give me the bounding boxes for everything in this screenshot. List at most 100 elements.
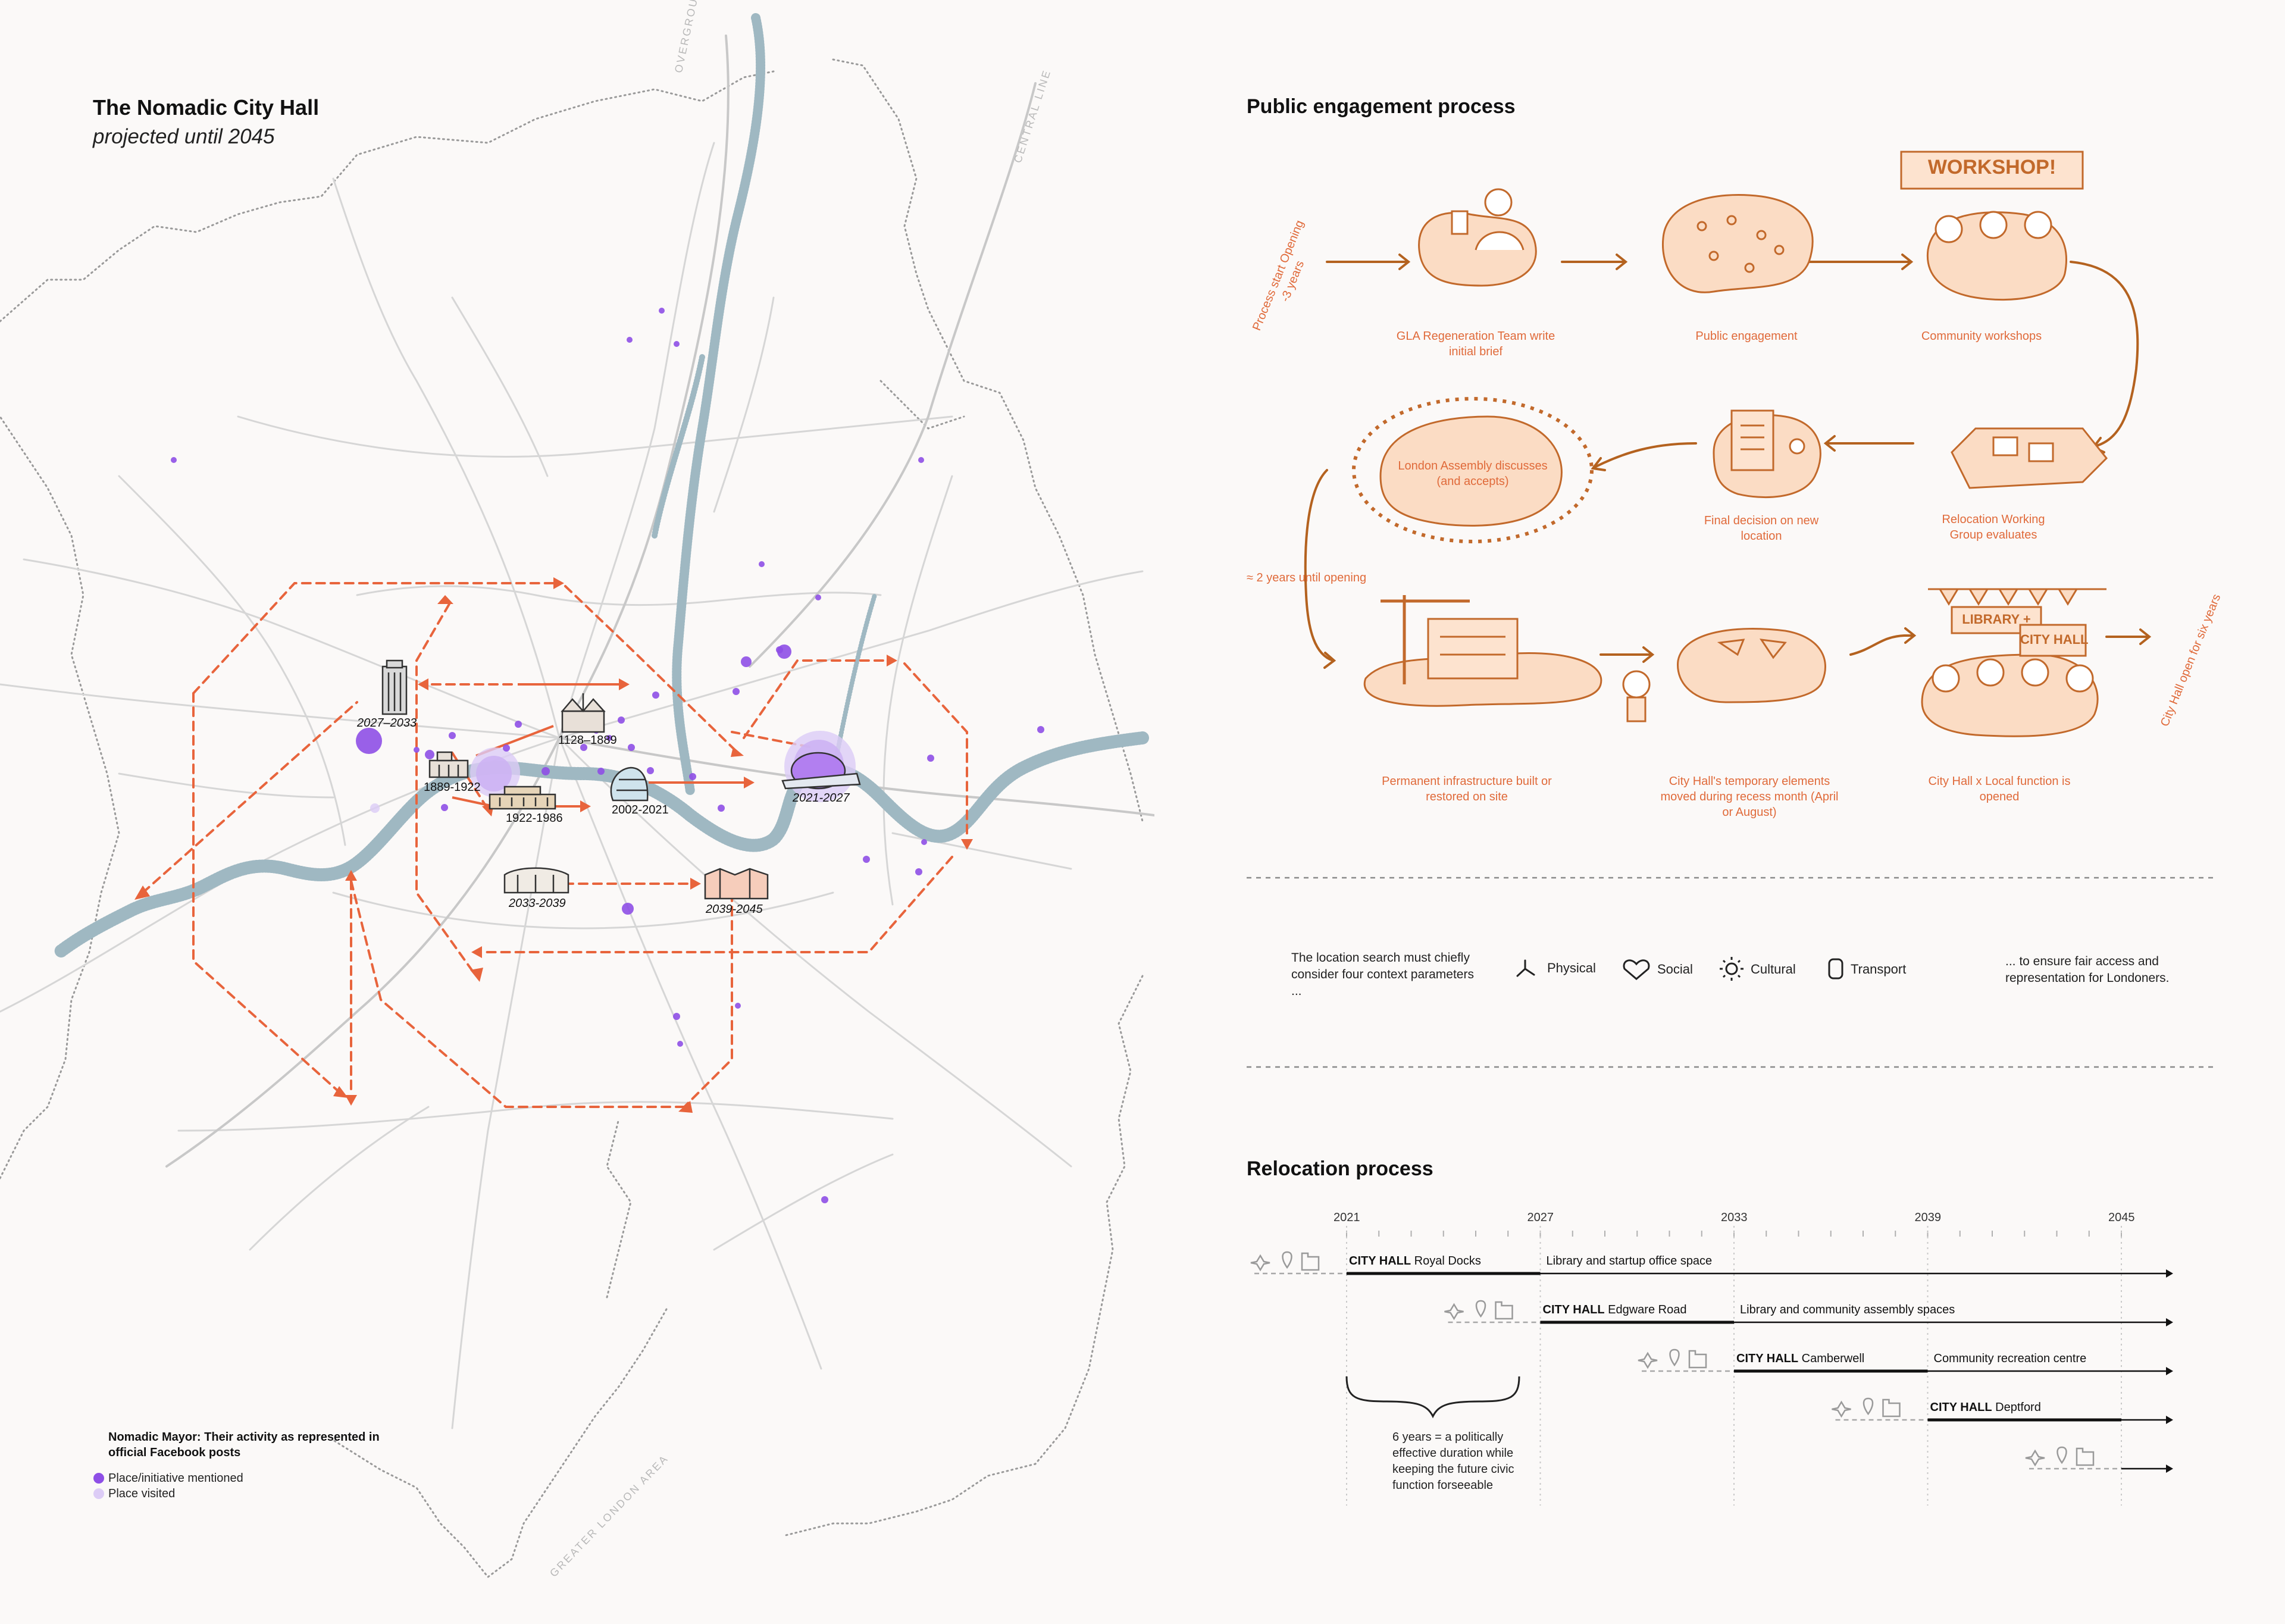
- opened-illustration: [1921, 653, 2099, 737]
- activity-dot: [171, 457, 177, 463]
- relocation-routes: [142, 582, 968, 1108]
- era-label-2002-2021: 2002-2021: [612, 803, 669, 816]
- activity-dot: [915, 868, 922, 875]
- activity-dot: [356, 728, 382, 754]
- transport-icon: [1828, 958, 1843, 980]
- timeline-year-label: 2027: [1527, 1211, 1554, 1224]
- activity-dot: [659, 308, 665, 314]
- legend-dot-visited: [93, 1488, 104, 1499]
- step-label-brief: GLA Regeneration Team write initial brie…: [1396, 330, 1555, 358]
- activity-dot: [597, 768, 605, 775]
- activity-dot: [918, 457, 924, 463]
- timeline-year-label: 2045: [2108, 1211, 2135, 1224]
- parameter-cultural: Cultural: [1751, 962, 1796, 977]
- map-subtitle: projected until 2045: [93, 125, 275, 148]
- activity-dot: [673, 1013, 680, 1020]
- activity-dot: [927, 755, 934, 762]
- building-2033-2039: [503, 867, 569, 894]
- activity-dot: [580, 744, 587, 751]
- timeline-arrowhead: [2166, 1416, 2173, 1424]
- step-label-assembly: London Assembly discusses (and accepts): [1398, 459, 1548, 488]
- step-label-public: Public engagement: [1695, 330, 1798, 343]
- timeline-row-icons: [2025, 1446, 2095, 1467]
- map-title: The Nomadic City Hall: [93, 95, 320, 120]
- activity-dot: [735, 1003, 741, 1009]
- activity-dot: [863, 856, 870, 863]
- cityhall-label: CITY HALL: [1930, 1401, 1992, 1414]
- parameter-transport: Transport: [1851, 962, 1907, 977]
- activity-dot: [647, 767, 654, 774]
- building-2021-2027: [781, 752, 861, 790]
- relocation-timeline: [1250, 1226, 2173, 1506]
- cityhall-location: Royal Docks: [1411, 1254, 1481, 1268]
- timeline-arrowhead: [2166, 1318, 2173, 1326]
- timeline-arrowhead: [2166, 1269, 2173, 1278]
- building-1128-1889: [561, 693, 606, 733]
- workshop-banner-text: WORKSHOP!: [1927, 156, 2056, 179]
- legend-dot-mentioned: [93, 1473, 104, 1484]
- timeline-row-icons: [1832, 1397, 1901, 1418]
- cityhall-location: Camberwell: [1798, 1352, 1865, 1365]
- mid-label: ≈ 2 years until opening: [1247, 571, 1367, 584]
- timeline-after-use-label: Library and community assembly spaces: [1740, 1303, 1955, 1316]
- activity-dot: [622, 903, 634, 915]
- activity-dot: [449, 732, 456, 739]
- temporary-illustration: [1677, 628, 1826, 703]
- parameters-outro: ... to ensure fair access and representa…: [2005, 955, 2170, 985]
- building-1922-1986: [489, 786, 556, 810]
- timeline-year-label: 2039: [1914, 1211, 1942, 1224]
- parameters-intro: The location search must chiefly conside…: [1291, 951, 1474, 998]
- engagement-title: Public engagement process: [1247, 95, 1516, 118]
- era-label-2039-2045: 2039-2045: [706, 903, 763, 916]
- library-sign-text: LIBRARY +: [1962, 612, 2031, 627]
- building-2039-2045: [704, 868, 769, 900]
- timeline-row-icons: [1444, 1300, 1513, 1321]
- era-label-1922-1986: 1922-1986: [506, 812, 563, 825]
- activity-dot: [541, 767, 550, 775]
- public-illustration: [1661, 194, 1814, 293]
- cityhall-location: Deptford: [1992, 1401, 2041, 1414]
- river-thames: [53, 13, 1149, 959]
- flow-arrows: [1304, 254, 2152, 669]
- step-label-decision: Final decision on new location: [1704, 514, 1819, 543]
- sun-icon: [1720, 957, 1744, 981]
- activity-dot: [759, 561, 765, 567]
- activity-dot: [815, 594, 821, 600]
- activity-dot: [689, 773, 696, 780]
- activity-dot: [606, 735, 612, 741]
- duration-note: 6 years = a politically effective durati…: [1392, 1431, 1514, 1492]
- activity-dot: [733, 688, 740, 695]
- relocation-title: Relocation process: [1247, 1157, 1433, 1180]
- activity-dot: [503, 744, 510, 752]
- activity-dot: [674, 341, 680, 347]
- greater-london-boundary: [0, 58, 1144, 1579]
- building-2027-2033: [381, 659, 408, 715]
- activity-dot: [441, 804, 448, 811]
- activity-dot: [1037, 726, 1044, 733]
- activity-dot: [718, 805, 725, 812]
- activity-dot: [741, 656, 752, 667]
- activity-dot: [652, 691, 659, 699]
- cityhall-label: CITY HALL: [1736, 1352, 1799, 1365]
- timeline-after-use-label: Community recreation centre: [1933, 1352, 2087, 1365]
- timeline-year-label: 2033: [1721, 1211, 1748, 1224]
- timeline-row-label: CITY HALL Deptford: [1930, 1401, 2041, 1415]
- building-2002-2021: [610, 766, 649, 802]
- activity-dot: [414, 747, 420, 753]
- activity-dot: [370, 803, 380, 813]
- engagement-illustrations: [1352, 151, 2108, 737]
- timeline-after-use-label: Library and startup office space: [1546, 1254, 1713, 1268]
- era-label-2021-2027: 2021-2027: [793, 791, 850, 805]
- cityhall-label: CITY HALL: [1349, 1254, 1411, 1268]
- step-label-temporary: City Hall's temporary elements moved dur…: [1660, 775, 1839, 819]
- activity-dot: [470, 747, 520, 797]
- era-label-1128-1889: 1128–1889: [558, 734, 617, 747]
- era-label-2033-2039: 2033-2039: [509, 897, 566, 910]
- timeline-row-icons: [1638, 1348, 1707, 1369]
- timeline-year-label: 2021: [1334, 1211, 1360, 1224]
- timeline-arrowhead: [2166, 1465, 2173, 1473]
- timeline-row-label: CITY HALL Edgware Road: [1543, 1303, 1687, 1317]
- activity-dot: [618, 716, 625, 724]
